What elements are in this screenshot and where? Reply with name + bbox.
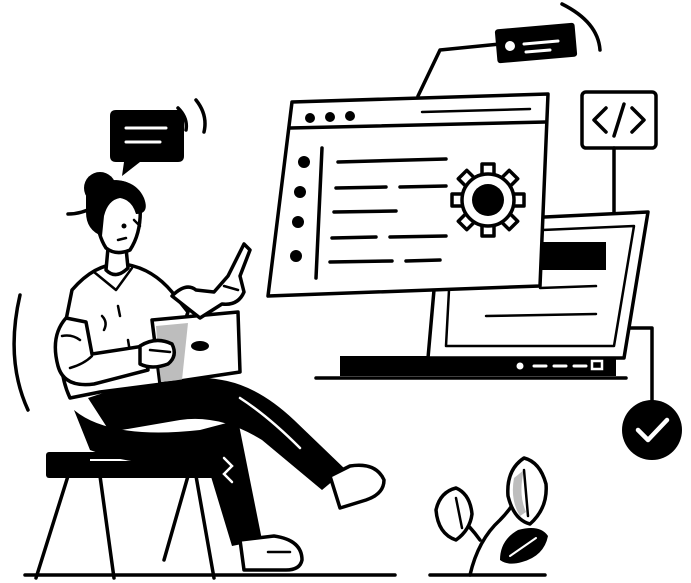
motion-arcs <box>12 2 602 412</box>
gear-icon <box>450 162 526 238</box>
check-circle-icon <box>622 400 682 460</box>
code-brackets-icon <box>580 90 658 214</box>
browser-window <box>266 92 550 298</box>
check-connector <box>626 326 654 406</box>
person <box>53 172 386 572</box>
notification-card-icon <box>416 22 578 98</box>
chat-bubble-icon <box>110 110 184 176</box>
plant <box>434 456 548 577</box>
stool <box>34 452 218 580</box>
